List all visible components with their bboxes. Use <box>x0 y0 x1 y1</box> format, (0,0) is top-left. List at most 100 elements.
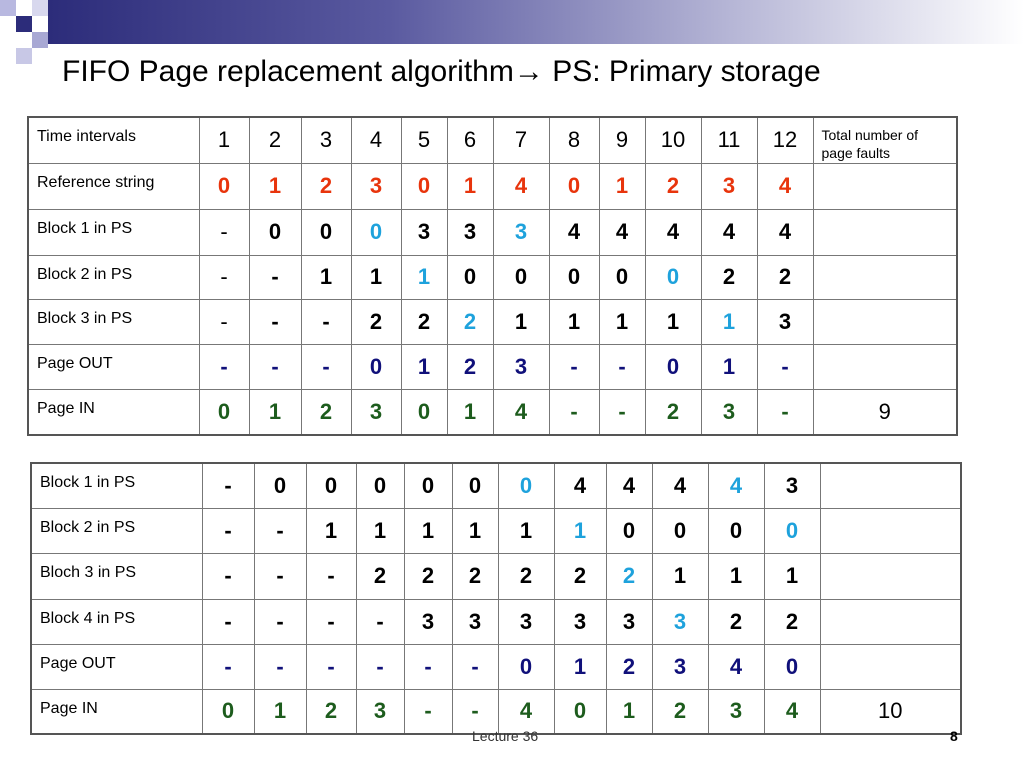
table-cell: 0 <box>446 254 494 300</box>
table-cell: 3 <box>700 388 758 436</box>
table-cell: - <box>201 552 255 600</box>
table-cell: 2 <box>763 598 821 645</box>
table-cell: 3 <box>350 162 402 210</box>
table-cell: 0 <box>644 254 702 300</box>
row-label: Block 2 in PS <box>30 507 203 554</box>
table-cell: 1 <box>355 507 405 554</box>
table-cell: 2 <box>446 343 494 390</box>
table-cell: 0 <box>350 208 402 256</box>
table-cell: 2 <box>350 298 402 345</box>
table-cell: 2 <box>707 598 765 645</box>
table-cell: 3 <box>497 598 555 645</box>
row-label: Block 2 in PS <box>27 254 200 300</box>
table-cell: 3 <box>400 208 448 256</box>
table-cell: 1 <box>707 552 765 600</box>
table-cell: 0 <box>763 507 821 554</box>
table-cell: - <box>248 254 302 300</box>
total-page-faults-value <box>812 254 958 300</box>
time-interval-cell: 8 <box>548 116 600 164</box>
table-cell: - <box>300 298 352 345</box>
table-cell: 0 <box>497 462 555 509</box>
total-page-faults-value <box>819 507 962 554</box>
table-cell: - <box>756 388 814 436</box>
table-cell: 0 <box>492 254 550 300</box>
total-page-faults-value <box>819 598 962 645</box>
table-cell: 2 <box>355 552 405 600</box>
time-interval-cell: 1 <box>198 116 250 164</box>
total-page-faults-value: 10 <box>819 688 962 735</box>
table-cell: - <box>198 208 250 256</box>
table-cell: 4 <box>548 208 600 256</box>
table-cell: 1 <box>553 507 607 554</box>
row-label: Block 3 in PS <box>27 298 200 345</box>
decor-square <box>32 0 48 16</box>
row-label: Block 4 in PS <box>30 598 203 645</box>
table-cell: - <box>198 343 250 390</box>
total-page-faults-value <box>812 298 958 345</box>
table-cell: - <box>248 298 302 345</box>
table-cell: 1 <box>300 254 352 300</box>
table-cell: 0 <box>300 208 352 256</box>
table-cell: 2 <box>446 298 494 345</box>
table-cell: - <box>253 507 307 554</box>
row-label: Page IN <box>30 688 203 735</box>
table-cell: 1 <box>446 388 494 436</box>
table-cell: 2 <box>300 388 352 436</box>
table-cell: 1 <box>763 552 821 600</box>
table-cell: 2 <box>644 388 702 436</box>
table-cell: 2 <box>651 688 709 735</box>
table-cell: 0 <box>598 254 646 300</box>
table-cell: - <box>198 298 250 345</box>
decor-square <box>16 48 32 64</box>
table-cell: 1 <box>248 388 302 436</box>
total-page-faults-value <box>819 552 962 600</box>
table-cell: 4 <box>651 462 709 509</box>
table-cell: 1 <box>497 507 555 554</box>
table-cell: 2 <box>451 552 499 600</box>
row-label: Page OUT <box>27 343 200 390</box>
table-cell: - <box>305 643 357 690</box>
page-number: 8 <box>950 728 958 744</box>
table-cell: 3 <box>651 598 709 645</box>
table-cell: - <box>355 598 405 645</box>
table-cell: - <box>305 598 357 645</box>
table-cell: 2 <box>403 552 453 600</box>
row-label: Reference string <box>27 162 200 210</box>
table-cell: 3 <box>756 298 814 345</box>
table-cell: 1 <box>553 643 607 690</box>
table-cell: 0 <box>403 462 453 509</box>
row-label: Bloch 3 in PS <box>30 552 203 600</box>
table-cell: 0 <box>305 462 357 509</box>
time-interval-cell: 5 <box>400 116 448 164</box>
table-cell: 3 <box>403 598 453 645</box>
table-cell: 0 <box>253 462 307 509</box>
table-cell: 1 <box>403 507 453 554</box>
time-interval-cell: 2 <box>248 116 302 164</box>
row-label: Block 1 in PS <box>27 208 200 256</box>
table-cell: 0 <box>201 688 255 735</box>
table-cell: 4 <box>707 643 765 690</box>
table-cell: 4 <box>707 462 765 509</box>
table-cell: 0 <box>497 643 555 690</box>
time-interval-cell: 4 <box>350 116 402 164</box>
table-cell: 4 <box>644 208 702 256</box>
table-cell: - <box>253 598 307 645</box>
table-cell: 1 <box>305 507 357 554</box>
row-label: Block 1 in PS <box>30 462 203 509</box>
time-interval-cell: 9 <box>598 116 646 164</box>
table-cell: 3 <box>492 343 550 390</box>
table-cell: 4 <box>756 208 814 256</box>
table-cell: 1 <box>605 688 653 735</box>
table-cell: 0 <box>763 643 821 690</box>
table-cell: 3 <box>707 688 765 735</box>
time-interval-cell: 7 <box>492 116 550 164</box>
table-cell: 1 <box>248 162 302 210</box>
table-cell: 2 <box>700 254 758 300</box>
